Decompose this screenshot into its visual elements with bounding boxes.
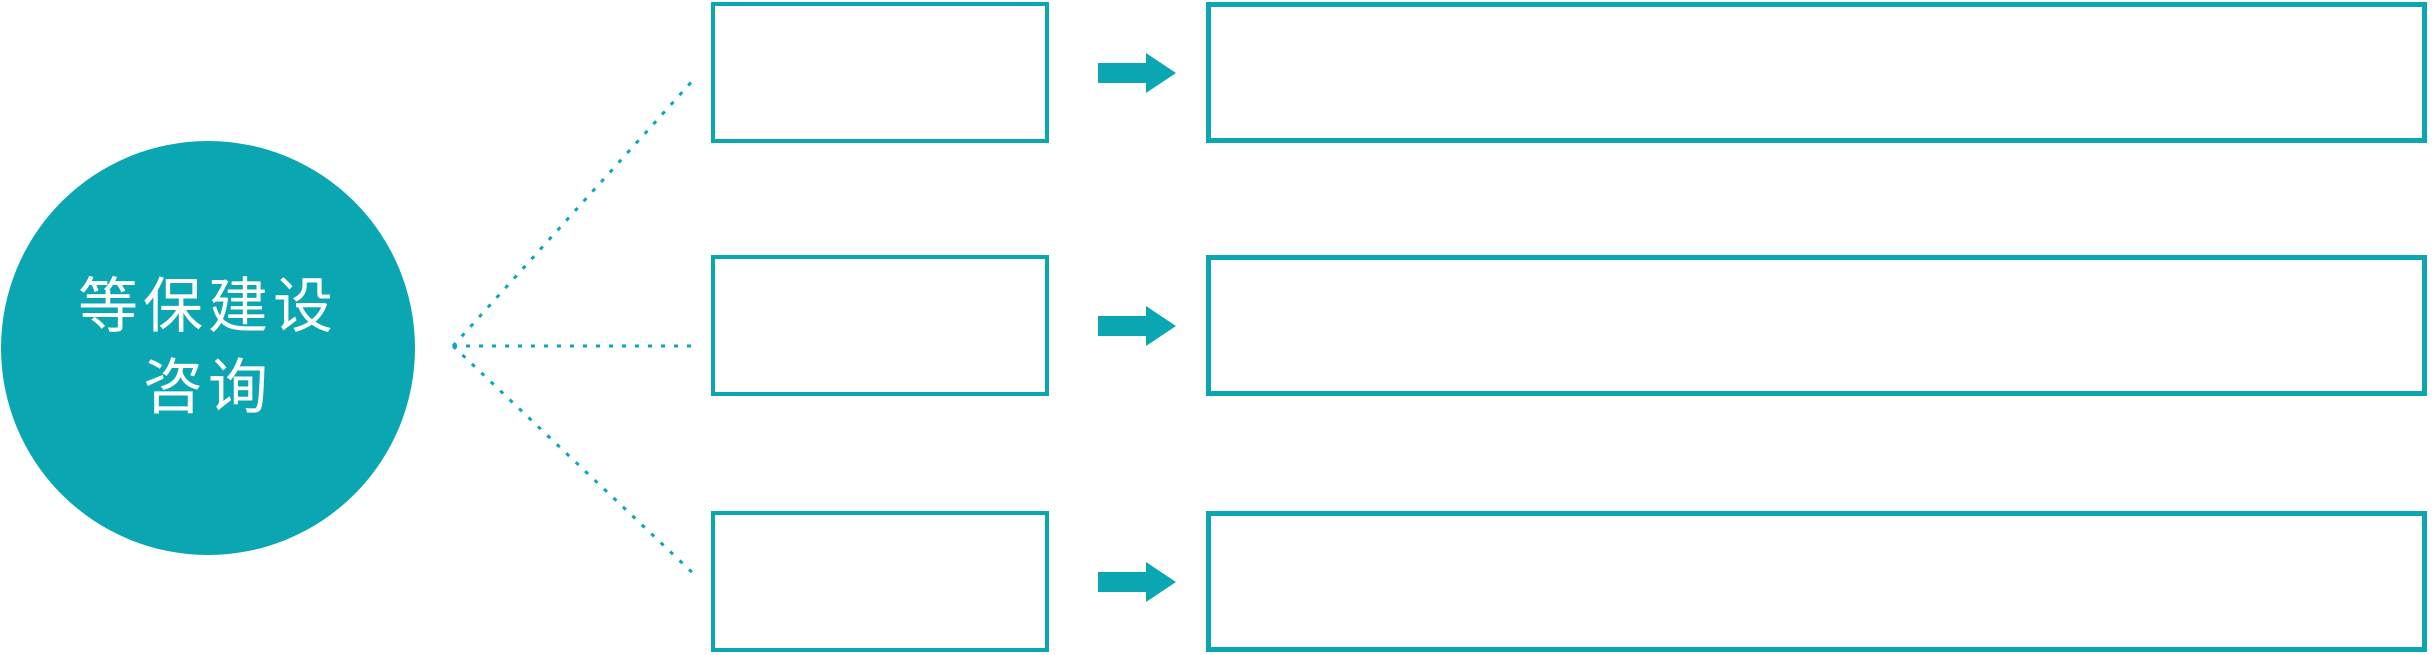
root-node-label-line2: 咨询 <box>143 353 273 423</box>
connector-line-bottom <box>451 344 699 579</box>
right-block-arrow-icon <box>1098 561 1176 602</box>
branch-box-3 <box>711 511 1049 652</box>
detail-box-1 <box>1206 2 2427 143</box>
right-block-arrow-icon <box>1098 305 1176 346</box>
branch-box-2 <box>711 255 1049 396</box>
branch-box-1 <box>711 2 1049 143</box>
diagram-row-1 <box>711 2 2427 143</box>
detail-box-2 <box>1206 255 2427 396</box>
diagram-row-2 <box>711 255 2427 396</box>
right-block-arrow-icon <box>1098 52 1176 93</box>
detail-box-3 <box>1206 511 2427 652</box>
connector-line-top <box>451 76 697 348</box>
root-node-label-line1: 等保建设 <box>78 272 338 342</box>
root-node-circle: 等保建设 咨询 <box>1 141 415 555</box>
diagram-row-3 <box>711 511 2427 652</box>
